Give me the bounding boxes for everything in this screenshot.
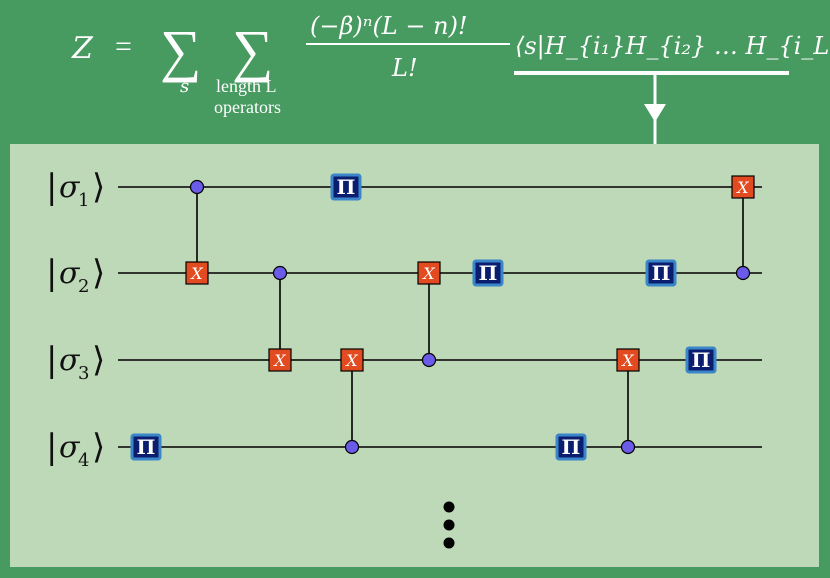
x-gate-box bbox=[340, 348, 364, 372]
fraction-numerator: (−β)ⁿ(L − n)! bbox=[310, 12, 468, 40]
fraction-denominator: L! bbox=[391, 54, 418, 82]
x-gate-box bbox=[731, 175, 755, 199]
pi-gate: Π bbox=[330, 173, 362, 201]
ket-sigma: σ bbox=[59, 170, 81, 205]
control-dot bbox=[344, 439, 360, 455]
ket-open-bar: | bbox=[46, 167, 57, 207]
sum-symbol-s: ∑ bbox=[160, 18, 201, 83]
ket-subscript: 3 bbox=[78, 363, 89, 384]
pi-gate-box bbox=[330, 173, 362, 201]
x-gate: X bbox=[417, 261, 441, 285]
circuit-wires: |σ1⟩|σ2⟩|σ3⟩|σ4⟩ bbox=[46, 167, 762, 471]
x-gate-label: X bbox=[344, 351, 358, 370]
continuation-dot bbox=[443, 537, 455, 549]
ket-label-2: |σ2⟩ bbox=[46, 253, 105, 297]
control-dot bbox=[272, 265, 288, 281]
control-dot bbox=[421, 352, 437, 368]
ket-sigma: σ bbox=[59, 343, 81, 378]
x-gate: X bbox=[268, 348, 292, 372]
pi-gate-label: Π bbox=[692, 348, 711, 372]
pi-gate: Π bbox=[472, 259, 504, 287]
pi-gate-box bbox=[472, 259, 504, 287]
pi-gate-box bbox=[130, 433, 162, 461]
x-gate: X bbox=[185, 261, 209, 285]
matrix-element: ⟨s|H_{i₁}H_{i₂} … H_{i_L}|s⟩ bbox=[515, 32, 830, 61]
ket-close-bracket: ⟩ bbox=[92, 427, 105, 467]
x-gate-label: X bbox=[421, 264, 435, 283]
x-gate: X bbox=[616, 348, 640, 372]
pi-gate-label: Π bbox=[562, 435, 581, 459]
ket-label-4: |σ4⟩ bbox=[46, 427, 105, 471]
pi-gate-box bbox=[555, 433, 587, 461]
pi-gate-box bbox=[685, 346, 717, 374]
sum-subscript-s: s bbox=[180, 76, 189, 97]
ket-sigma: σ bbox=[59, 430, 81, 465]
pi-gate-label: Π bbox=[652, 261, 671, 285]
pi-gate: Π bbox=[645, 259, 677, 287]
fraction-bar bbox=[306, 43, 510, 45]
control-dot bbox=[735, 265, 751, 281]
sum-subscript-length: length L bbox=[216, 76, 277, 96]
continuation-dots bbox=[443, 501, 455, 549]
pointer-arrowhead bbox=[644, 104, 666, 122]
pi-gate-box bbox=[645, 259, 677, 287]
pi-gate-label: Π bbox=[479, 261, 498, 285]
x-gate-box bbox=[616, 348, 640, 372]
x-gate-label: X bbox=[735, 178, 749, 197]
ket-close-bracket: ⟩ bbox=[92, 253, 105, 293]
sum-subscript-operators: operators bbox=[214, 97, 281, 117]
control-dot bbox=[620, 439, 636, 455]
ket-subscript: 2 bbox=[78, 276, 89, 297]
ket-label-3: |σ3⟩ bbox=[46, 340, 105, 384]
x-gate-box bbox=[185, 261, 209, 285]
pi-gate-label: Π bbox=[337, 175, 356, 199]
ket-label-1: |σ1⟩ bbox=[46, 167, 105, 211]
x-gate: X bbox=[340, 348, 364, 372]
ket-close-bracket: ⟩ bbox=[92, 167, 105, 207]
control-dot bbox=[189, 179, 205, 195]
x-gate-label: X bbox=[620, 351, 634, 370]
ket-open-bar: | bbox=[46, 253, 57, 293]
circuit-gates: X Π X X X Π Π X Π Π X Π bbox=[130, 173, 755, 461]
ket-open-bar: | bbox=[46, 427, 57, 467]
x-gate-box bbox=[417, 261, 441, 285]
pi-gate: Π bbox=[555, 433, 587, 461]
circuit-panel bbox=[10, 144, 819, 567]
ket-subscript: 4 bbox=[78, 450, 89, 471]
sum-symbol-operators: ∑ bbox=[232, 18, 273, 83]
formula-equals: = bbox=[115, 30, 132, 63]
partition-function-formula: Z = ∑ s ∑ length L operators (−β)ⁿ(L − n… bbox=[71, 12, 830, 145]
ket-open-bar: | bbox=[46, 340, 57, 380]
ket-close-bracket: ⟩ bbox=[92, 340, 105, 380]
x-gate-label: X bbox=[189, 264, 203, 283]
circuit-links bbox=[196, 187, 744, 447]
pi-gate-label: Π bbox=[137, 435, 156, 459]
formula-lhs: Z bbox=[71, 31, 94, 66]
x-gate-label: X bbox=[272, 351, 286, 370]
ket-sigma: σ bbox=[59, 256, 81, 291]
matrix-element-underline bbox=[514, 71, 789, 75]
x-gate-box bbox=[268, 348, 292, 372]
pi-gate: Π bbox=[130, 433, 162, 461]
ket-subscript: 1 bbox=[78, 190, 89, 211]
x-gate: X bbox=[731, 175, 755, 199]
continuation-dot bbox=[443, 501, 455, 513]
continuation-dot bbox=[443, 519, 455, 531]
pi-gate: Π bbox=[685, 346, 717, 374]
